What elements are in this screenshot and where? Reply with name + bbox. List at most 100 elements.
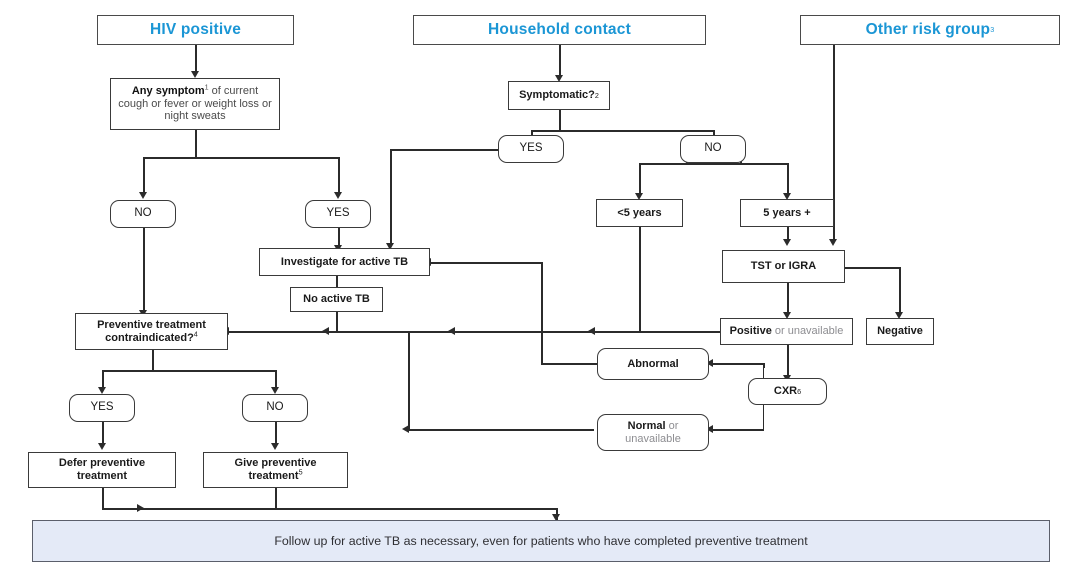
node-contra-yes[interactable]: YES [69,394,135,422]
connector-hiv-to-symptom [195,45,197,74]
node-contra-no[interactable]: NO [242,394,308,422]
header-household-contact-label: Household contact [488,20,631,38]
node-under-5-years[interactable]: <5 years [596,199,683,227]
node-5-years-plus[interactable]: 5 years + [740,199,834,227]
header-other-risk-group-label: Other risk group [865,20,991,38]
connector-cxr-to-abnormal-h [712,363,764,365]
node-negative[interactable]: Negative [866,318,934,345]
node-household-no[interactable]: NO [680,135,746,163]
node-any-symptom-superscript: 1 [204,81,209,91]
connector-no-to-give [275,422,277,446]
connector-symptom-to-yes [338,157,340,195]
node-contra-no-label: NO [266,401,284,414]
connector-hhyes-left [390,149,503,151]
connector-normal-up [408,331,410,430]
arrowhead-contra-to-yes [97,387,106,394]
node-defer-preventive-treatment[interactable]: Defer preventive treatment [28,452,176,488]
node-household-yes[interactable]: YES [498,135,564,163]
node-any-symptom-bold: Any symptom [131,84,205,97]
node-hiv-no-label: NO [134,207,152,220]
node-positive-grey: or unavailable [771,325,844,338]
node-normal-grey: or [665,419,679,432]
node-positive-bold: Positive [729,325,772,338]
connector-otherrisk-down [833,45,835,242]
connector-hhno-to-under5 [639,163,641,196]
arrowhead-symptom-to-yes [333,192,342,199]
node-abnormal[interactable]: Abnormal [597,348,709,380]
node-household-no-label: NO [704,142,722,155]
connector-tst-to-negative-v [899,267,901,315]
header-household-contact[interactable]: Household contact [413,15,706,45]
arrowhead-hhno-to-under5 [634,193,643,200]
connector-noactivetb-down [336,311,338,332]
connector-defer-down [102,488,104,509]
node-under-5-years-label: <5 years [617,206,662,219]
node-any-symptom[interactable]: Any symptom1 of current cough or fever o… [110,78,280,130]
arrowhead-no-to-give [270,443,279,450]
node-5-years-plus-label: 5 years + [763,206,811,219]
node-symptomatic[interactable]: Symptomatic?2 [508,81,610,110]
connector-contra-split [102,370,276,372]
connector-tst-to-positive [787,283,789,315]
arrowhead-merge-mid [448,326,455,335]
connector-followup-bus [102,508,557,510]
arrowhead-tst-to-negative [894,312,903,319]
node-any-symptom-rest: of current cough or fever or weight loss… [118,84,272,123]
arrowhead-defer-right [137,503,144,512]
node-positive-or-unavailable[interactable]: Positive or unavailable [720,318,853,345]
node-hiv-no[interactable]: NO [110,200,176,228]
connector-symptomatic-stem [559,110,561,131]
connector-symptom-to-no [143,157,145,195]
arrowhead-cxr-to-normal [706,424,713,433]
node-give-line2: treatment [248,470,299,482]
node-negative-label: Negative [877,325,923,338]
node-followup-bar[interactable]: Follow up for active TB as necessary, ev… [32,520,1050,562]
connector-investigate-to-noactive [336,276,338,287]
node-give-preventive-treatment[interactable]: Give preventive treatment5 [203,452,348,488]
node-normal-bold: Normal [627,419,666,432]
node-abnormal-label: Abnormal [627,357,679,370]
node-give-line1: Give preventive [234,457,317,470]
connector-positive-to-contraindicated [228,331,720,333]
connector-symptomatic-split [531,130,714,132]
header-hiv-positive[interactable]: HIV positive [97,15,294,45]
connector-contra-to-yes [102,370,104,390]
connector-tst-to-negative-h [845,267,900,269]
node-tst-or-igra[interactable]: TST or IGRA [722,250,845,283]
connector-contra-stem [152,350,154,371]
arrowhead-to-followup [551,514,560,521]
node-preventive-treatment-contraindicated[interactable]: Preventive treatment contraindicated?4 [75,313,228,350]
node-followup-label: Follow up for active TB as necessary, ev… [274,534,808,548]
node-hiv-yes-label: YES [326,207,350,220]
node-contraindicated-line1: Preventive treatment [97,318,206,331]
node-defer-line2: treatment [76,470,128,482]
node-hiv-yes[interactable]: YES [305,200,371,228]
node-investigate-for-active-tb[interactable]: Investigate for active TB [259,248,430,276]
arrowhead-hhno-to-over5 [782,193,791,200]
arrowhead-yes-to-defer [97,443,106,450]
connector-contra-to-no [275,370,277,390]
connector-abnormal-to-investigate [430,262,542,264]
node-cxr-label: CXR [773,385,798,398]
node-no-active-tb[interactable]: No active TB [290,287,383,312]
connector-give-down [275,488,277,509]
node-defer-line1: Defer preventive [58,457,146,470]
node-household-yes-label: YES [519,142,543,155]
arrowhead-over5-to-tst [782,239,791,246]
connector-cxr-to-normal-v [762,405,764,430]
node-contra-yes-label: YES [90,401,114,414]
arrowhead-merge-midleft [322,326,329,335]
node-contraindicated-superscript: 4 [193,328,198,338]
node-tst-or-igra-label: TST or IGRA [750,260,817,273]
node-normal-or-unavailable[interactable]: Normal or unavailable [597,414,709,451]
connector-over5-to-tst [787,227,789,242]
arrowhead-household-to-symptomatic [554,75,563,82]
connector-abnormal-left [541,363,606,365]
node-symptomatic-label: Symptomatic? [519,89,595,102]
arrowhead-hhyes-to-investigate [385,243,394,250]
arrowhead-tst-to-positive [782,312,791,319]
node-contraindicated-line2: contraindicated? [105,331,194,344]
